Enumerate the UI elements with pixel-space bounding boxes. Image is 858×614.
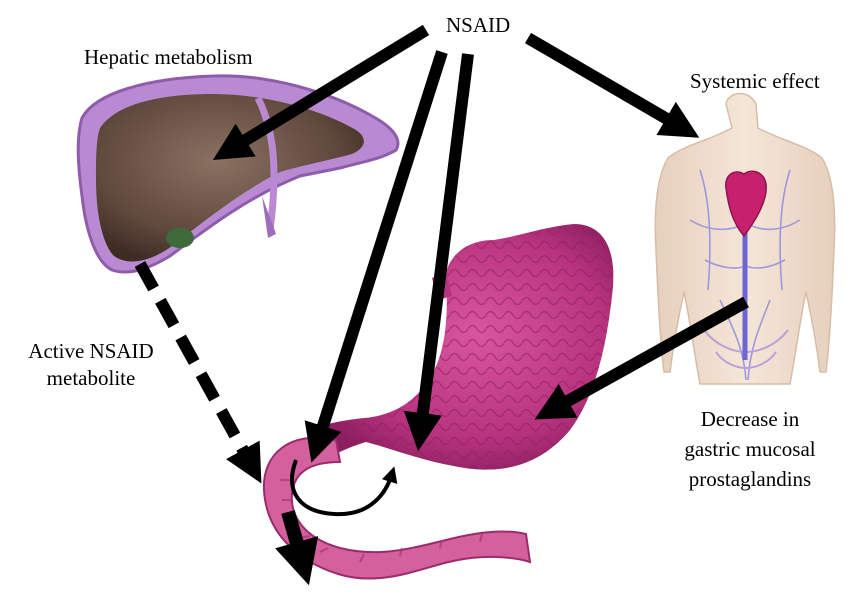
label-active-line2: metabolite (8, 365, 174, 392)
stomach-rugae (310, 224, 613, 470)
label-decrease-line1: Decrease in (660, 404, 840, 434)
label-decrease-line3: prostaglandins (660, 464, 840, 494)
label-decrease-prostaglandins: Decrease in gastric mucosal prostaglandi… (660, 404, 840, 494)
label-hepatic-metabolism: Hepatic metabolism (84, 44, 253, 71)
liver-illustration (78, 76, 398, 272)
arrow-duodenum-down (288, 512, 304, 568)
label-active-line1: Active NSAID (8, 338, 174, 365)
label-nsaid: NSAID (446, 12, 510, 39)
gallbladder (166, 228, 194, 248)
arrow-nsaid-to-body (528, 38, 686, 130)
label-decrease-line2: gastric mucosal (660, 434, 840, 464)
label-active-nsaid-metabolite: Active NSAID metabolite (8, 338, 174, 392)
label-systemic-effect: Systemic effect (690, 68, 820, 95)
liver-lobe (96, 94, 364, 261)
